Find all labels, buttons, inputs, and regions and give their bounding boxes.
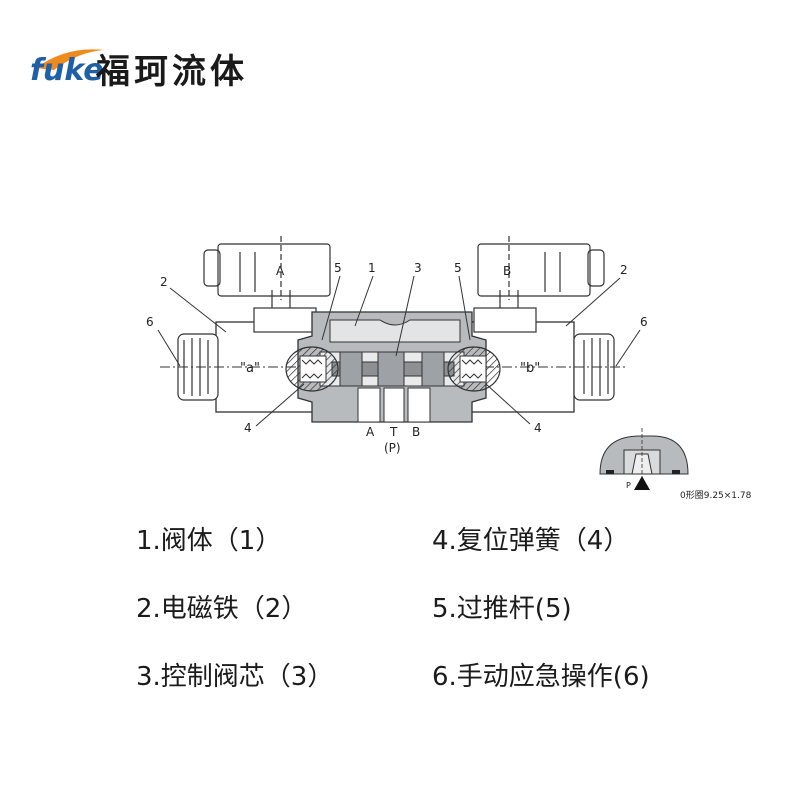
coil-a-label: A [276,264,285,278]
leader-lines [157,275,641,427]
callout-6-right: 6 [640,315,648,329]
port-label-b: B [412,425,420,439]
coil-b-label: B [503,264,511,278]
callout-1: 1 [368,261,376,275]
logo-text: fuke [30,53,104,88]
callout-4-left: 4 [244,421,252,435]
legend-item-solenoid: 2.电磁铁（2） [136,594,308,624]
pressure-arrow-icon [634,476,650,490]
coil-a [203,236,331,308]
oring-detail [599,428,689,490]
solenoid-a-cap [253,307,317,333]
brand-logo: fuke [30,49,104,88]
callout-4-right: 4 [534,421,542,435]
solenoid-a-label: "a" [240,361,260,376]
callout-5-right: 5 [454,261,462,275]
port-label-t: T [389,425,398,439]
callout-6-left: 6 [146,315,154,329]
solenoid-b-cap [473,307,537,333]
legend-item-manual-override: 6.手动应急操作(6) [432,662,650,692]
spring-chamber-a [285,346,339,392]
callout-5-left: 5 [334,261,342,275]
spring-chamber-b [447,346,501,392]
legend-item-control-spool: 3.控制阀芯（3） [136,662,334,692]
legend-item-valve-body: 1.阀体（1） [136,526,282,556]
logo-swoosh [36,49,104,70]
coil-b [477,236,605,308]
callout-2-right: 2 [620,263,628,277]
callout-3: 3 [414,261,422,275]
detail-port-label: P [626,481,631,490]
callout-2-left: 2 [160,275,168,289]
port-label-p: (P) [384,441,401,455]
control-spool [331,351,455,387]
legend-item-push-rod: 5.过推杆(5) [432,594,572,624]
legend-item-return-spring: 4.复位弹簧（4） [432,526,630,556]
port-label-a: A [366,425,375,439]
oring-note: 0形圈9.25×1.78 [680,489,752,501]
port-channels [357,387,431,423]
brand-name: 福珂流体 [96,52,248,92]
solenoid-b-label: "b" [520,361,540,376]
valve-chamber [329,319,461,343]
